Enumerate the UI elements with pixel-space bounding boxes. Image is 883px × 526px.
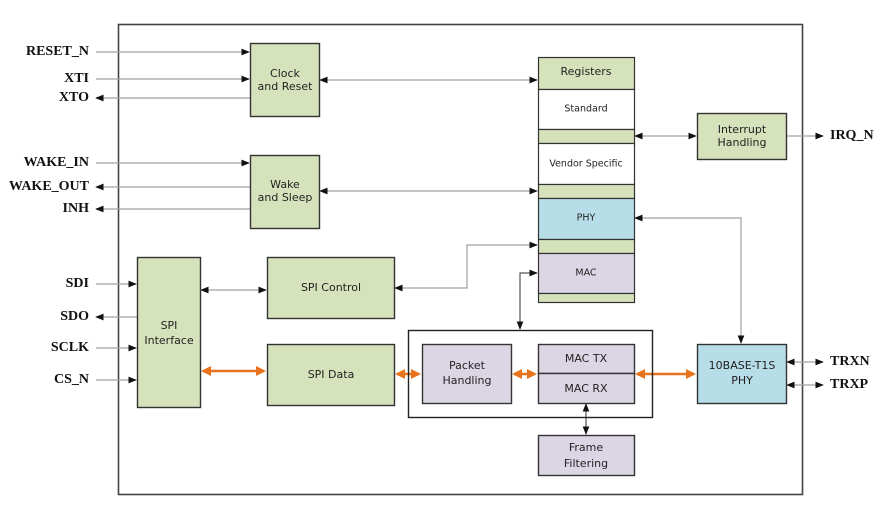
phy-reg-phy-block-link: [634, 214, 745, 344]
wake-sleep-block: Wake and Sleep: [249, 154, 321, 230]
spi-data-label: SPI Data: [308, 368, 355, 381]
interrupt-label-1: Interrupt: [718, 123, 767, 136]
packet-handling-label-1: Packet: [449, 359, 486, 372]
register-standard-label: Standard: [564, 104, 607, 115]
register-vendor-specific: [537, 142, 636, 186]
pin-trxp: TRXP: [830, 377, 869, 392]
packet-handling-label-2: Handling: [442, 374, 491, 387]
phy-label-1: 10BASE-T1S: [709, 359, 776, 372]
phy-label-2: PHY: [731, 374, 753, 387]
spi-control-registers-link: [394, 241, 538, 292]
pin-xto: XTO: [59, 90, 89, 105]
register-standard: [537, 88, 636, 131]
mac-reg-mac-block-link: [516, 269, 538, 330]
pin-trxn: TRXN: [830, 354, 870, 369]
wake-sleep-label-2: and Sleep: [258, 191, 313, 204]
right-pin-labels: IRQ_N TRXN TRXP: [830, 128, 874, 392]
pin-reset-n: RESET_N: [26, 44, 89, 59]
chip-boundary: [117, 23, 804, 496]
clock-reset-label-1: Clock: [270, 67, 301, 80]
interrupt-handling-block: Interrupt Handling: [696, 112, 788, 161]
mac-rx-block: [537, 372, 636, 405]
registers-title: Registers: [560, 65, 611, 78]
data-path: [201, 366, 696, 379]
mac-tx-label: MAC TX: [565, 352, 608, 365]
left-pin-lines: [95, 48, 250, 384]
left-pin-labels: RESET_N XTI XTO WAKE_IN WAKE_OUT INH SDI…: [9, 44, 90, 387]
mac-tx-rx-block: MAC TX MAC RX: [537, 343, 636, 405]
mac-rx-label: MAC RX: [564, 382, 608, 395]
mac-tx-block: [537, 343, 636, 375]
frame-filtering-label-2: Filtering: [564, 457, 608, 470]
pin-sdi: SDI: [66, 276, 89, 291]
packet-handling-block: Packet Handling: [421, 343, 513, 405]
pin-xti: XTI: [64, 71, 89, 86]
spi-interface-label-1: SPI: [161, 319, 178, 332]
internal-connectors: [200, 76, 824, 435]
interrupt-label-2: Handling: [717, 136, 766, 149]
pin-wake-out: WAKE_OUT: [9, 179, 90, 194]
pin-sdo: SDO: [60, 309, 89, 324]
clock-reset-label-2: and Reset: [258, 80, 314, 93]
mac-container: [407, 329, 654, 419]
pin-inh: INH: [63, 201, 90, 216]
wake-sleep-label-1: Wake: [270, 178, 300, 191]
spi-control-label: SPI Control: [301, 281, 361, 294]
spi-data-block: SPI Data: [266, 343, 396, 407]
spi-control-block: SPI Control: [266, 256, 396, 320]
register-mac: [537, 252, 636, 295]
spi-interface-block: SPI Interface: [136, 256, 202, 409]
frame-filtering-block: Frame Filtering: [537, 434, 636, 477]
registers-block: Registers Standard Vendor Specific PHY M…: [537, 56, 636, 304]
register-phy-label: PHY: [577, 213, 596, 224]
phy-10base-t1s-block: 10BASE-T1S PHY: [696, 343, 788, 405]
register-phy: [537, 197, 636, 241]
register-vendor-label: Vendor Specific: [549, 159, 622, 170]
pin-cs-n: CS_N: [54, 372, 89, 387]
pin-wake-in: WAKE_IN: [24, 155, 89, 170]
clock-reset-block: Clock and Reset: [249, 42, 321, 118]
frame-filtering-label-1: Frame: [569, 441, 604, 454]
spi-interface-label-2: Interface: [144, 334, 193, 347]
pin-irq-n: IRQ_N: [830, 128, 874, 143]
pin-sclk: SCLK: [51, 340, 89, 355]
register-mac-label: MAC: [575, 268, 597, 279]
